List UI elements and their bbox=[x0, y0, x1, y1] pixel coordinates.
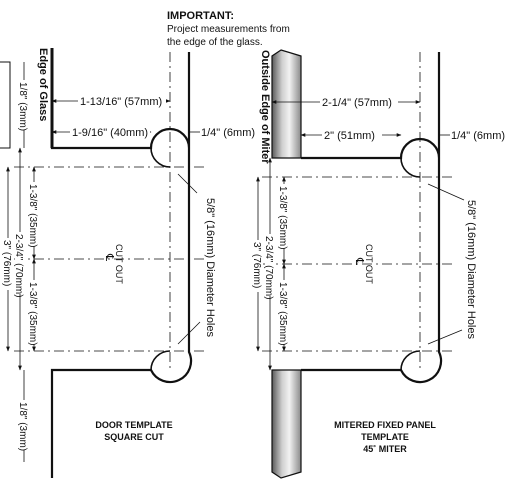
miter-hole-leader-bottom bbox=[427, 329, 463, 345]
miter-dim-inner: 2" (51mm) bbox=[324, 130, 375, 142]
miter-centerline-symbol: ℄ bbox=[353, 257, 365, 265]
door-hole-bottom-arc bbox=[150, 350, 171, 371]
miter-caption-1: MITERED FIXED PANEL bbox=[334, 420, 436, 430]
door-hole-top-arc bbox=[150, 147, 171, 168]
miter-hole-note: 5/8" (16mm) Diameter Holes bbox=[465, 200, 477, 339]
door-dim-bottom-margin: 1/8" (3mm) bbox=[17, 402, 28, 451]
door-dim-inner: 1-9/16" (40mm) bbox=[72, 127, 148, 139]
door-caption-1: DOOR TEMPLATE bbox=[95, 420, 172, 430]
door-edge-label: Edge of Glass bbox=[37, 48, 49, 121]
door-template: Edge of Glass 1-13/16" (57mm) 1-9/16" (4… bbox=[0, 48, 255, 478]
door-hole-note: 5/8" (16mm) Diameter Holes bbox=[204, 198, 216, 337]
page-frame-edge bbox=[0, 61, 11, 149]
miter-dim-offset: 1/4" (6mm) bbox=[451, 130, 505, 142]
note-title: IMPORTANT: bbox=[167, 10, 234, 22]
note-line-2: the edge of the glass. bbox=[167, 37, 263, 48]
miter-hole-top-arc bbox=[400, 157, 421, 178]
miter-dim-lower: 1-3/8" (35mm) bbox=[277, 282, 288, 346]
door-centerline-symbol: ℄ bbox=[103, 253, 115, 261]
door-dim-inner-bg bbox=[70, 125, 150, 138]
door-dim-upper: 1-3/8" (35mm) bbox=[27, 184, 38, 248]
door-caption-2: SQUARE CUT bbox=[104, 432, 164, 442]
door-hole-leader-top bbox=[177, 173, 198, 194]
miter-dim-total: 3" (76mm) bbox=[251, 242, 262, 288]
door-dim-outer: 1-13/16" (57mm) bbox=[80, 96, 162, 108]
door-cut-out-label: CUT OUT bbox=[114, 244, 124, 284]
door-top-margin-bg bbox=[18, 80, 31, 130]
miter-dim-outer: 2-1/4" (57mm) bbox=[322, 97, 392, 109]
miter-hole-bottom-arc bbox=[400, 350, 421, 371]
door-dim-outer-bg bbox=[78, 94, 166, 107]
door-dim-offset: 1/4" (6mm) bbox=[201, 127, 255, 139]
door-dim-lower: 1-3/8" (35mm) bbox=[27, 282, 38, 346]
miter-glass-top bbox=[271, 49, 302, 159]
miter-edge-label: Outside Edge of Miter bbox=[259, 50, 271, 164]
door-hole-leader-bottom bbox=[177, 321, 201, 345]
door-dim-total: 3" (76mm) bbox=[1, 240, 12, 286]
miter-dim-center-span: 2-3/4" (70mm) bbox=[263, 236, 274, 300]
door-glass-outline bbox=[50, 50, 193, 478]
miter-template: Outside Edge of Miter 2-1/4" (57mm) 2" (… bbox=[251, 49, 505, 479]
miter-hole-leader-top bbox=[427, 183, 465, 201]
miter-caption-3: 45˚ MITER bbox=[363, 444, 407, 454]
door-dim-top-margin: 1/8" (3mm) bbox=[17, 82, 28, 131]
important-note: IMPORTANT: Project measurements from the… bbox=[167, 10, 290, 48]
miter-dim-upper: 1-3/8" (35mm) bbox=[277, 186, 288, 250]
door-dim-center-span: 2-3/4" (70mm) bbox=[13, 234, 24, 298]
miter-caption-2: TEMPLATE bbox=[361, 432, 409, 442]
miter-glass-bottom bbox=[271, 369, 302, 479]
note-line-1: Project measurements from bbox=[167, 24, 290, 35]
miter-cut-out-label: CUT OUT bbox=[364, 244, 374, 284]
